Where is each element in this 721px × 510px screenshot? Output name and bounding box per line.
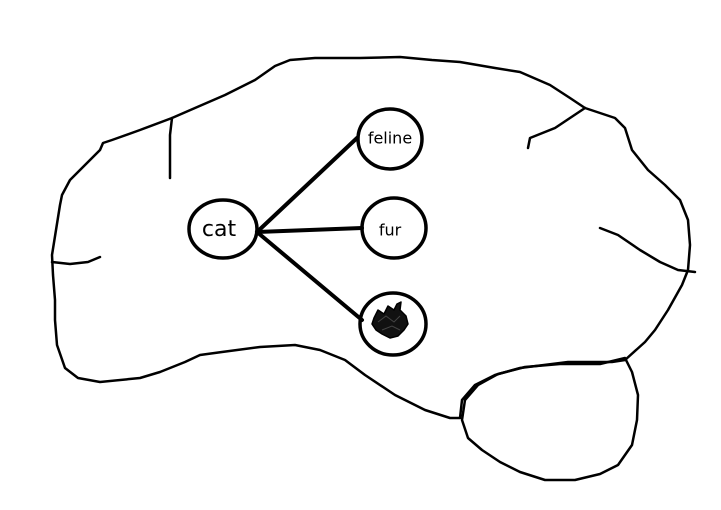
sulcus-right — [598, 226, 697, 274]
cat-silhouette-icon — [371, 301, 409, 339]
node-fur-circle — [360, 196, 428, 260]
edge-cat-silhouette — [255, 230, 364, 322]
cerebellum-outline — [460, 356, 640, 482]
node-cat: cat — [187, 198, 259, 260]
node-fur: fur — [360, 196, 428, 260]
edge-cat-fur — [255, 226, 364, 234]
node-cat-picture-circle — [358, 291, 428, 357]
edge-cat-feline — [255, 136, 359, 234]
node-fur-label: fur — [379, 221, 402, 240]
sulcus-top-right — [526, 106, 587, 150]
brain-outline — [50, 55, 692, 420]
node-feline-label: feline — [368, 129, 412, 148]
node-cat-label: cat — [202, 217, 237, 242]
node-cat-circle — [187, 198, 259, 260]
cat-silhouette-scribble — [377, 315, 401, 331]
sulcus-left-vertical — [168, 116, 174, 180]
sulcus-left-horizontal — [50, 255, 102, 266]
node-feline-circle — [356, 107, 424, 171]
node-feline: feline — [356, 107, 424, 171]
node-cat-picture — [358, 291, 428, 357]
